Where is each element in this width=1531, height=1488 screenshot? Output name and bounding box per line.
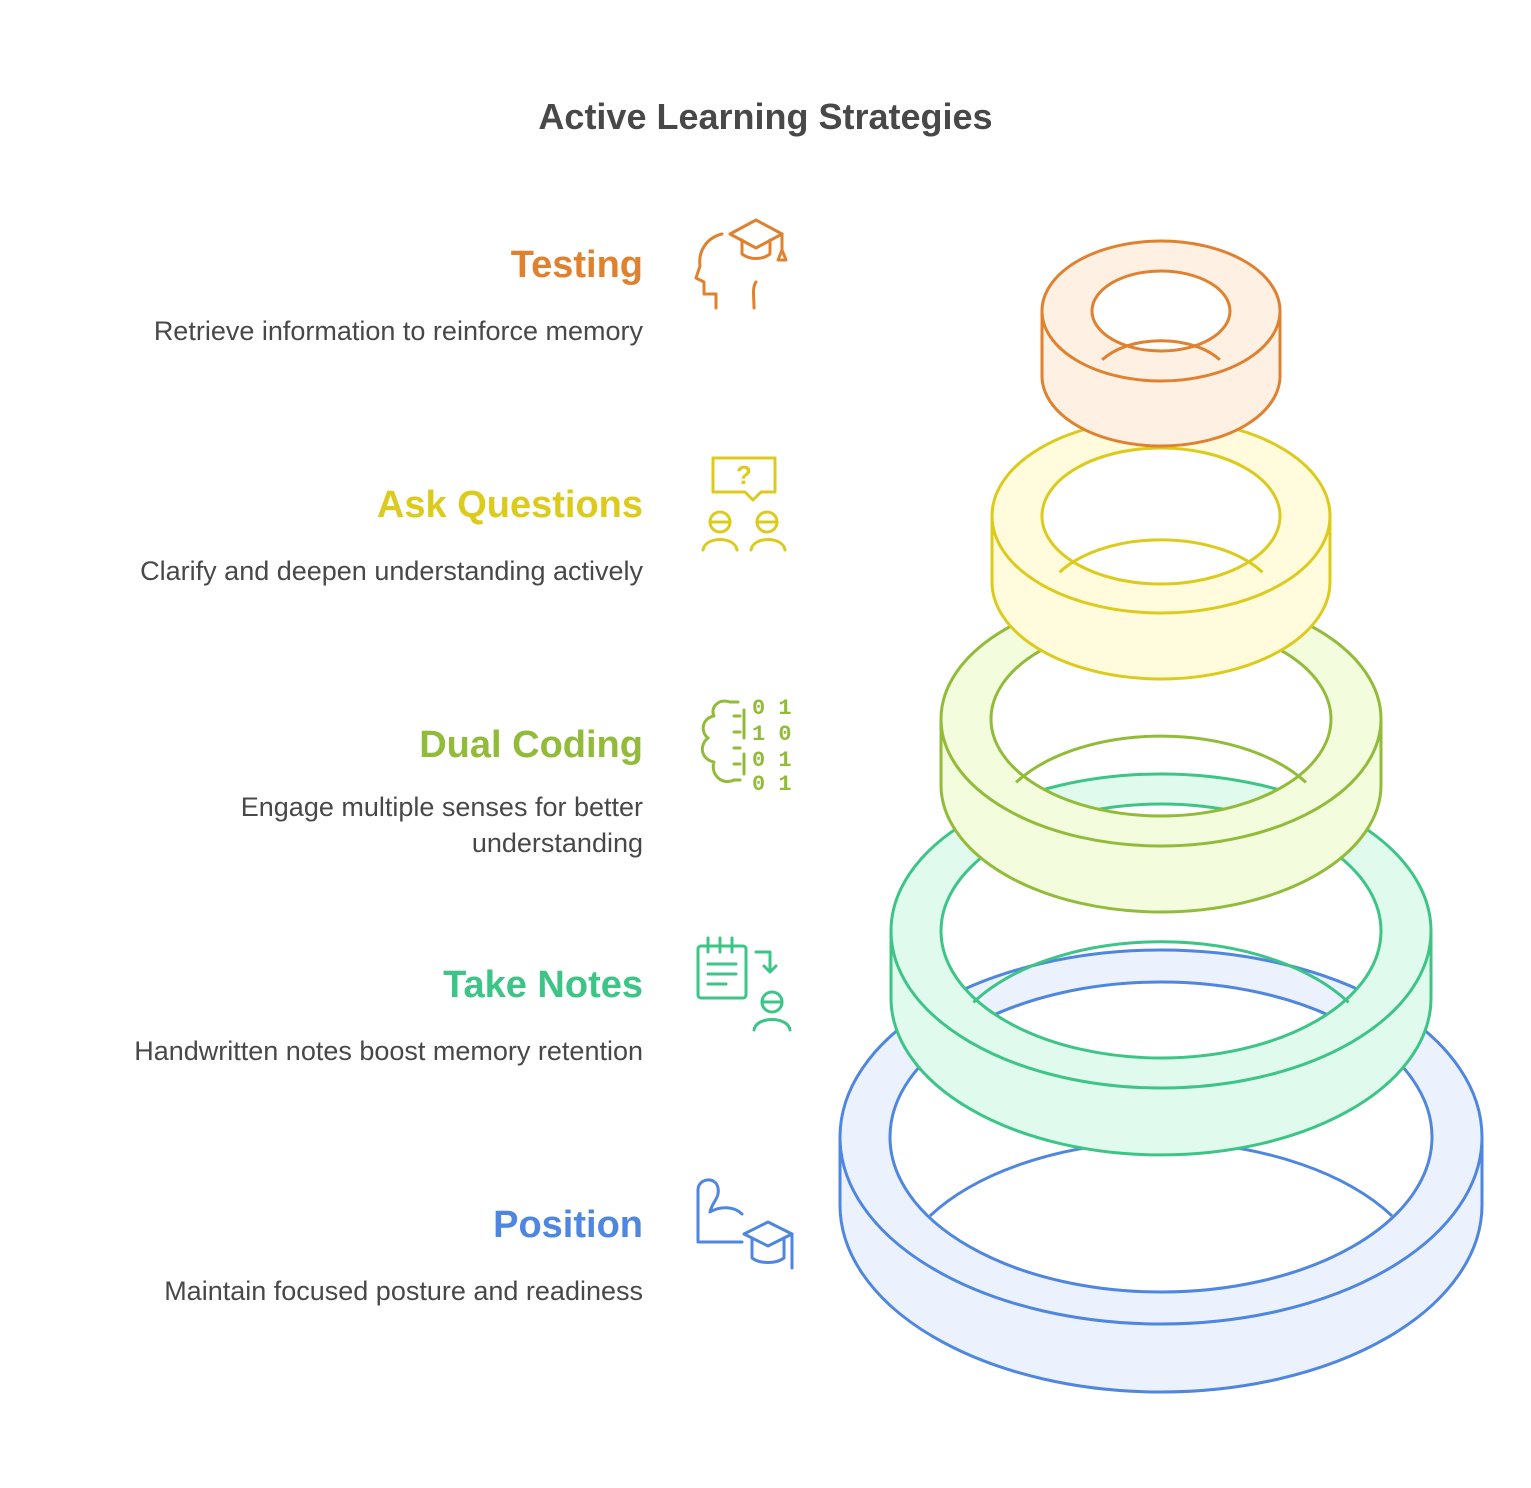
strategy-description: Retrieve information to reinforce memory [153,316,643,346]
brain-binary-icon: 0 1 1 0 0 1 0 1 [700,696,792,797]
strategy-description: Handwritten notes boost memory retention [134,1036,643,1066]
ring-top-edge [838,948,1484,1326]
ring-body [992,419,1330,679]
strategy-description: Maintain focused posture and readiness [164,1276,643,1306]
ring-top-edge [1040,239,1282,383]
strategy-ask-questions: Ask Questions Clarify and deepen underst… [23,483,643,589]
ring-inner-edge [1040,446,1282,586]
ring-outer-wall [990,516,1332,681]
strategy-dual-coding: Dual Coding Engage multiple senses for b… [23,723,643,861]
notes-person-icon [696,936,792,1032]
ring-inner-wall [1058,538,1264,574]
ring-inner-wall [972,940,1350,1004]
binary-row: 0 1 [752,772,792,797]
ring-inner-edge [888,980,1434,1294]
ring-inner-wall [1015,734,1307,784]
strategy-description: Engage multiple senses for better unders… [240,792,643,858]
strategy-position: Position Maintain focused posture and re… [23,1203,643,1309]
strategy-description: Clarify and deepen understanding activel… [140,556,643,586]
strategy-take-notes: Take Notes Handwritten notes boost memor… [23,963,643,1069]
page-title: Active Learning Strategies [538,96,993,137]
ring-inner-edge [939,802,1383,1060]
ring-body [840,950,1482,1392]
ring-body [891,774,1431,1155]
ring-inner-edge [1090,269,1232,353]
question-mark-text: ? [736,460,752,490]
strategy-heading: Position [493,1204,643,1246]
ring-outer-wall [889,931,1433,1157]
student-head-icon [694,218,788,310]
strategy-heading: Testing [510,244,643,286]
ring-outer-wall [838,1137,1484,1394]
ring-body [1042,241,1280,446]
ring-take-notes [889,772,1433,1157]
question-people-icon: ? [701,456,787,552]
arm-graduation-icon [696,1178,794,1270]
strategy-testing: Testing Retrieve information to reinforc… [23,243,643,349]
ring-body [941,592,1381,912]
strategy-heading: Dual Coding [419,724,643,766]
ring-inner-wall [1101,339,1221,361]
ring-ask-questions [990,417,1332,681]
binary-row: 0 1 [752,748,792,773]
strategy-heading: Ask Questions [376,484,643,526]
ring-top-edge [889,772,1433,1090]
ring-testing [1040,239,1282,448]
binary-row: 1 0 [752,722,792,747]
strategy-heading: Take Notes [443,964,643,1006]
ring-outer-wall [939,719,1383,914]
ring-outer-wall [1040,311,1282,448]
binary-row: 0 1 [752,696,792,721]
